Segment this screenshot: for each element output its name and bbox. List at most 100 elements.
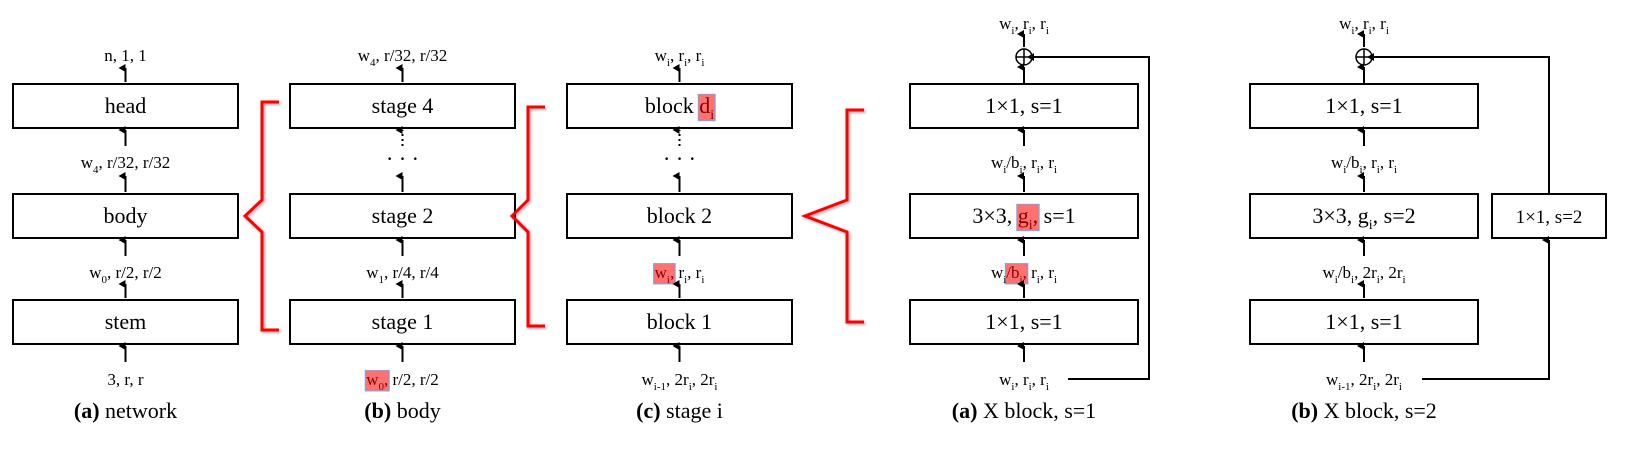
label-body-output: w4, r/32, r/32 — [81, 153, 171, 176]
caption-xblock-s2: (b) X block, s=2 — [1291, 398, 1437, 423]
text-run: , r — [1372, 14, 1387, 33]
identity-shortcut — [1027, 53, 1150, 380]
text-run: , r — [1023, 153, 1038, 172]
text-run: , r — [1014, 370, 1029, 389]
text-run: 3×3, — [972, 203, 1017, 228]
conv3x3-label-text: 3×3, gi, s=1 — [972, 203, 1075, 233]
conv1x1-out-label: 1×1, s=1 — [985, 93, 1062, 118]
caption-xblock-s1: (a) X block, s=1 — [952, 398, 1096, 423]
subscript: i — [1377, 164, 1380, 176]
label-conv3x3-output-text: wi/bi, ri, ri — [991, 153, 1057, 176]
caption-text: body — [391, 398, 441, 423]
text-run: w — [655, 46, 668, 65]
subscript: i — [667, 274, 670, 286]
block-last-label: block di — [645, 93, 716, 123]
conv1x1-in-label: 1×1, s=1 — [985, 309, 1062, 334]
text-run: , r — [1354, 14, 1369, 33]
subscript: i — [714, 381, 717, 393]
subscript: 1 — [379, 274, 385, 286]
shortcut-conv-box — [1491, 193, 1607, 239]
label-input-text: wi, ri, ri — [999, 370, 1049, 393]
block1-box — [566, 299, 793, 345]
label-output-text: w4, r/32, r/32 — [358, 46, 448, 69]
subscript: 4 — [370, 57, 376, 69]
text-run: w — [1331, 153, 1344, 172]
subscript: i — [1037, 274, 1040, 286]
stage2-label: stage 2 — [372, 203, 434, 228]
subscript: i — [1046, 25, 1049, 37]
label-stage1-output-text: w1, r/4, r/4 — [366, 263, 439, 286]
label-input: wi, ri, ri — [999, 370, 1049, 393]
text-run: w — [991, 153, 1004, 172]
text-run: block — [645, 93, 699, 118]
block2-box — [566, 193, 793, 239]
text-run: , r/4, r/4 — [384, 263, 439, 282]
subscript: i — [667, 57, 670, 69]
expand-bracket-stage — [509, 105, 545, 328]
conv1x1-out-box — [909, 83, 1139, 129]
conv1x1-in-box — [1249, 299, 1479, 345]
stem-label: stem — [105, 309, 147, 334]
label-output-text: wi, ri, ri — [655, 46, 705, 69]
label-input: wi-1, 2ri, 2ri — [1326, 370, 1402, 393]
text-run: , r — [1032, 370, 1047, 389]
stage1-label: stage 1 — [372, 309, 434, 334]
head-box — [12, 83, 239, 129]
text-run: g — [1018, 203, 1029, 228]
label-input-text: 3, r, r — [107, 370, 143, 389]
label-input-text: wi-1, 2ri, 2ri — [642, 370, 718, 393]
subscript: i — [1399, 381, 1402, 393]
label-output: wi, ri, ri — [655, 46, 705, 69]
label-conv1x1-in-output-text: wi/bi, ri, ri — [991, 263, 1057, 286]
subscript: i-1 — [654, 381, 666, 393]
text-run: , 2r — [692, 370, 715, 389]
subscript: i — [1011, 25, 1014, 37]
caption-body: (b) body — [364, 398, 440, 423]
text-run: , — [1033, 203, 1039, 228]
subscript: i — [701, 274, 704, 286]
text-run: d — [699, 93, 710, 118]
subscript: i — [1003, 274, 1006, 286]
text-run: , r — [687, 263, 702, 282]
text-run: s=1 — [1038, 203, 1075, 228]
text-run: , — [670, 263, 674, 282]
text-run: , r — [1040, 263, 1055, 282]
subscript: i — [1369, 25, 1372, 37]
text-run: , 2r — [1351, 370, 1374, 389]
text-run: , r — [1040, 153, 1055, 172]
label-output: wi, ri, ri — [1339, 14, 1389, 37]
expand-bracket-body — [242, 100, 279, 332]
stage4-label: stage 4 — [372, 93, 434, 118]
subscript: 0 — [379, 381, 385, 393]
conv1x1-out-label: 1×1, s=1 — [1325, 93, 1402, 118]
text-run: , r — [1363, 153, 1378, 172]
subscript: i — [1020, 164, 1023, 176]
text-run: w — [358, 46, 371, 65]
subscript: i — [684, 274, 687, 286]
subscript: i — [1402, 274, 1405, 286]
subscript: i-1 — [1338, 381, 1350, 393]
text-run: , r/2, r/2 — [107, 263, 162, 282]
subscript: i — [1020, 274, 1023, 286]
subscript: i — [1386, 25, 1389, 37]
text-run: , s=2 — [1373, 203, 1416, 228]
text-run: , 2r — [666, 370, 689, 389]
label-input: 3, r, r — [107, 370, 143, 389]
text-run: w — [655, 263, 668, 282]
label-stage1-output: w1, r/4, r/4 — [366, 263, 439, 286]
caption-letter: (a) — [952, 398, 978, 423]
label-stem-output: w0, r/2, r/2 — [89, 263, 162, 286]
text-run: , 2r — [1380, 263, 1403, 282]
caption-letter: (c) — [636, 398, 660, 423]
text-run: n, 1, 1 — [104, 46, 147, 65]
subscript: i — [1046, 381, 1049, 393]
subscript: i — [1394, 164, 1397, 176]
label-output: n, 1, 1 — [104, 46, 147, 65]
body-box — [12, 193, 239, 239]
text-run: 3×3, g — [1312, 203, 1368, 228]
conv1x1-in-box — [909, 299, 1139, 345]
conv3x3-box — [1249, 193, 1479, 239]
subscript: i — [1029, 218, 1033, 233]
subscript: i — [1003, 164, 1006, 176]
subscript: i — [1351, 274, 1354, 286]
